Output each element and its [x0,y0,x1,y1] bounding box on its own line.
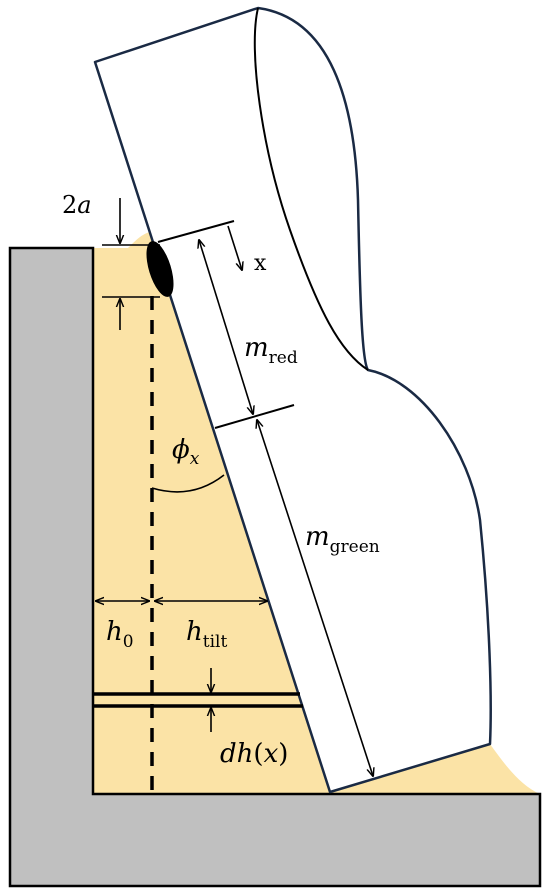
block-top-tick [157,220,235,243]
m-red-dimension [199,240,253,414]
dimension-2a [102,198,160,330]
label-x: x [254,251,267,276]
label-dh-x: dh(x) [220,739,288,769]
m-green-dimension [257,420,373,776]
dh-slice [93,668,303,732]
phi-angle-arc [151,474,225,493]
block-inner-line [253,7,369,371]
label-phi-x: ϕx [172,435,200,469]
label-h-tilt: htilt [186,617,227,652]
fluid-region [93,232,540,794]
label-m-red: mred [244,333,298,368]
wall [8,246,542,888]
contact-ellipse [146,241,174,297]
label-h0: h0 [106,617,134,652]
m-red-end-tick [214,404,295,429]
label-m-green: mgreen [305,522,380,557]
label-2a: 2a [62,191,92,219]
